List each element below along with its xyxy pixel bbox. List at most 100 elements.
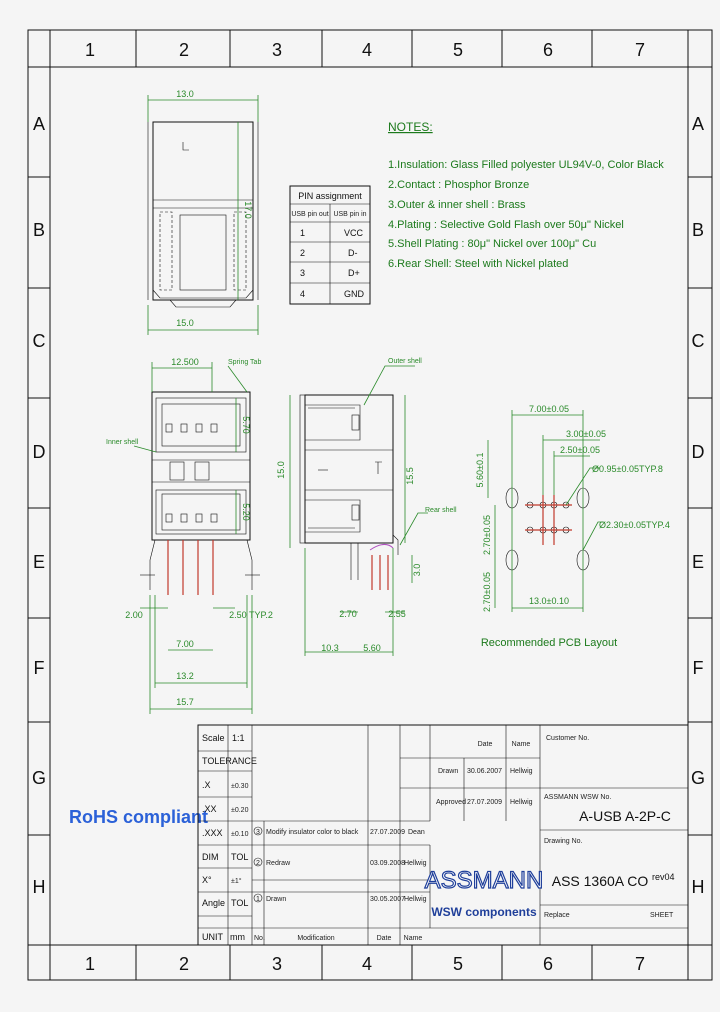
row-label: A [33,114,45,134]
rev-name: Dean [408,829,425,836]
rev-no: 2 [256,860,260,867]
approval-label: Drawn [438,768,458,775]
dim-top-bottom-width: 15.0 [176,318,194,328]
dim-pcb-v1: 5.60±0.1 [475,453,485,488]
rev-text: Drawn [266,896,286,903]
dim-pcb-v3: 2.70±0.05 [482,572,492,612]
dim-front-top-right: 5.70 [241,416,251,434]
sheet-label: SHEET [650,912,674,919]
front-extension-lines [149,595,253,714]
rev-name: Hellwig [404,860,427,867]
tol-value: ±0.20 [231,807,249,814]
dim-pcb-bottom: 13.0±0.10 [529,596,569,606]
notes-heading: NOTES: [388,120,433,134]
dim-side-length-2: 5.60 [363,643,381,653]
dim-front-inner: 7.00 [176,639,194,649]
dim-side-left-height: 15.0 [276,461,286,479]
approvals-date-header: Date [478,741,493,748]
date-column-label: Date [377,935,392,942]
pin-cell: 2 [300,248,305,258]
dim-top-height: 17.0 [243,201,253,219]
side-extension-lines [304,548,394,656]
rev-no: 3 [256,829,260,836]
pin-table-header: USB pin in [333,211,366,218]
row-label: D [692,442,705,462]
pcb-centerlines [525,495,572,545]
drawing-number: ASS 1360A CO [552,873,649,889]
tol-label: .XXX [202,828,223,838]
rohs-label: RoHS compliant [69,807,208,827]
scale-label: Scale [202,733,225,743]
note-line: 6.Rear Shell: Steel with Nickel plated [388,258,568,270]
pcb-large-holes [505,487,590,571]
note-line: 5.Shell Plating : 80μ" Nickel over 100μ"… [388,238,596,250]
pcb-caption: Recommended PCB Layout [481,637,617,649]
angle-x-value: ±1° [231,877,242,885]
dim-side-right-height: 15.5 [405,467,415,485]
dim-value: TOL [231,852,248,862]
part-number: A-USB A-2P-C [579,808,671,824]
col-label: 2 [179,40,189,60]
angle-label: Angle [202,898,225,908]
angle-x-label: X° [202,875,212,885]
drawing-no-label: Drawing No. [544,838,583,845]
dim-label: DIM [202,852,219,862]
title-block: Scale 1:1 TOLERANCE .X ±0.30 .XX ±0.20 .… [197,724,689,946]
rev-name: Hellwig [404,896,427,903]
front-view: 12.500 5.70 5.20 2.00 2.50 TYP.2 7.00 13… [106,357,273,714]
dim-front-right-pitch: 2.50 TYP.2 [229,610,273,620]
pin-cell: D+ [348,268,360,278]
rev-date: 27.07.2009 [370,829,405,836]
name-column-label: Name [404,935,423,942]
pin-cell: D- [348,248,358,258]
dim-side-bottom-1: 2.70 [339,609,357,619]
replace-label: Replace [544,912,570,919]
col-label: 1 [85,954,95,974]
row-label: H [692,877,705,897]
assmann-logo: ASSMANN WSW components [424,866,544,919]
tolerance-label: TOLERANCE [202,756,257,766]
approval-date: 30.06.2007 [467,768,502,775]
rev-date: 03.09.2008 [370,860,405,867]
dim-side-length-1: 10.3 [321,643,339,653]
note-line: 1.Insulation: Glass Filled polyester UL9… [388,159,664,171]
modification-column-label: Modification [297,935,334,942]
row-label: G [32,768,46,788]
top-view: 13.0 17.0 15.0 [147,89,259,335]
no-column-label: No. [254,935,265,942]
rev-no: 1 [256,896,260,903]
row-label: B [692,220,704,240]
pin-assignment-table: PIN assignment USB pin out USB pin in 1 … [289,185,371,305]
tol-value: ±0.10 [231,831,249,838]
dim-pcb-hole-large: Ø2.30±0.05TYP.4 [599,520,670,530]
pcb-small-holes [526,501,570,534]
contact-pads [165,423,218,523]
row-label: H [33,877,46,897]
approval-name: Hellwig [510,799,533,806]
assmann-no-label: ASSMANN WSW No. [544,794,611,801]
row-label: C [33,331,46,351]
dim-front-mid-right: 5.20 [241,503,251,521]
tol-label: .XX [202,804,217,814]
row-label: A [692,114,704,134]
note-line: 2.Contact : Phosphor Bronze [388,179,529,191]
col-label: 7 [635,40,645,60]
side-view: 15.0 15.5 3.0 2.70 2.55 10.3 5.60 Outer … [276,358,457,656]
row-labels: A B C D E F G H A B C D E F G H [32,114,705,897]
pcb-pins [167,540,214,595]
col-label: 2 [179,954,189,974]
dim-pcb-mid: 3.00±0.05 [566,429,606,439]
row-label: D [33,442,46,462]
col-label: 5 [453,954,463,974]
column-labels: 1 2 3 4 5 6 7 1 2 3 4 5 6 7 [85,40,645,974]
scale-value: 1:1 [232,733,245,743]
revision-rows [253,826,263,903]
dim-side-bottom-2: 2.55 [388,609,406,619]
pin-cell: VCC [344,228,364,238]
col-label: 4 [362,40,372,60]
rev-text: Modify insulator color to black [266,829,359,836]
tol-value: ±0.30 [231,783,249,790]
callout-outer-shell: Outer shell [388,358,422,365]
pin-table-header: USB pin out [291,211,328,218]
